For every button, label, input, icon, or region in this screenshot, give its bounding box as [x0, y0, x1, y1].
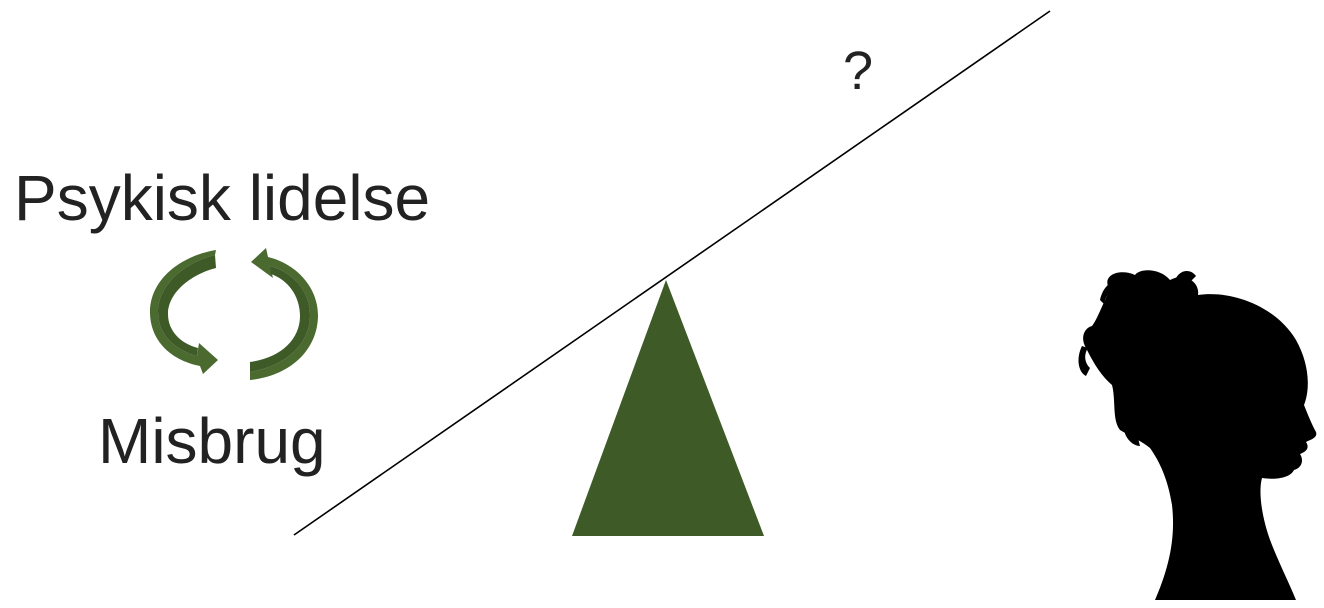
bottom-label: Misbrug	[98, 409, 326, 473]
woman-head-silhouette-icon	[1079, 270, 1317, 600]
question-mark-label: ?	[843, 44, 873, 98]
circular-arrows-icon	[150, 248, 318, 380]
seesaw-fulcrum	[572, 280, 764, 536]
top-label: Psykisk lidelse	[14, 166, 430, 230]
